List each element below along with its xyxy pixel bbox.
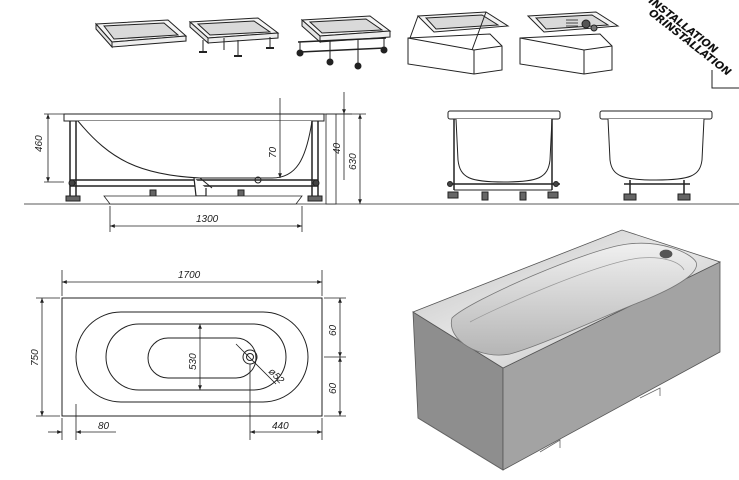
installation-option-panel-massage-icon bbox=[519, 11, 620, 75]
top-offset-label-upper: 60 bbox=[328, 324, 339, 336]
side-leg-span-label: 1300 bbox=[196, 214, 219, 225]
installation-banner-line1: INSTALLATION bbox=[646, 0, 720, 56]
top-offset-label-lower: 60 bbox=[328, 382, 339, 394]
end-view-legs-drawing bbox=[599, 110, 713, 201]
top-width-label: 750 bbox=[30, 349, 41, 366]
side-rim-label: 40 bbox=[332, 142, 343, 154]
side-height-label: 460 bbox=[34, 135, 45, 152]
bathtub-3d-render bbox=[412, 229, 722, 471]
side-view-dimensions bbox=[44, 92, 366, 232]
top-length-label: 1700 bbox=[178, 270, 201, 281]
side-drain-rise-label: 70 bbox=[268, 146, 279, 158]
installation-option-frame-icon bbox=[296, 15, 392, 70]
top-edge-offset-label: 80 bbox=[98, 421, 110, 432]
installation-option-legs-icon bbox=[188, 17, 280, 57]
end-view-frame-drawing bbox=[447, 110, 561, 201]
installation-option-panel-icon bbox=[407, 11, 510, 75]
installation-banner-line2: ORINSTALLATION bbox=[646, 7, 733, 79]
top-inner-width-label: 530 bbox=[188, 353, 199, 370]
side-view-frame-drawing bbox=[24, 113, 739, 205]
top-view-dimensions bbox=[36, 270, 346, 440]
installation-option-plain-tub-icon bbox=[94, 19, 188, 49]
installation-banner: INSTALLATION ORINSTALLATION bbox=[646, 0, 739, 89]
side-total-height-label: 630 bbox=[348, 153, 359, 170]
top-drain-offset-label: 440 bbox=[272, 421, 289, 432]
